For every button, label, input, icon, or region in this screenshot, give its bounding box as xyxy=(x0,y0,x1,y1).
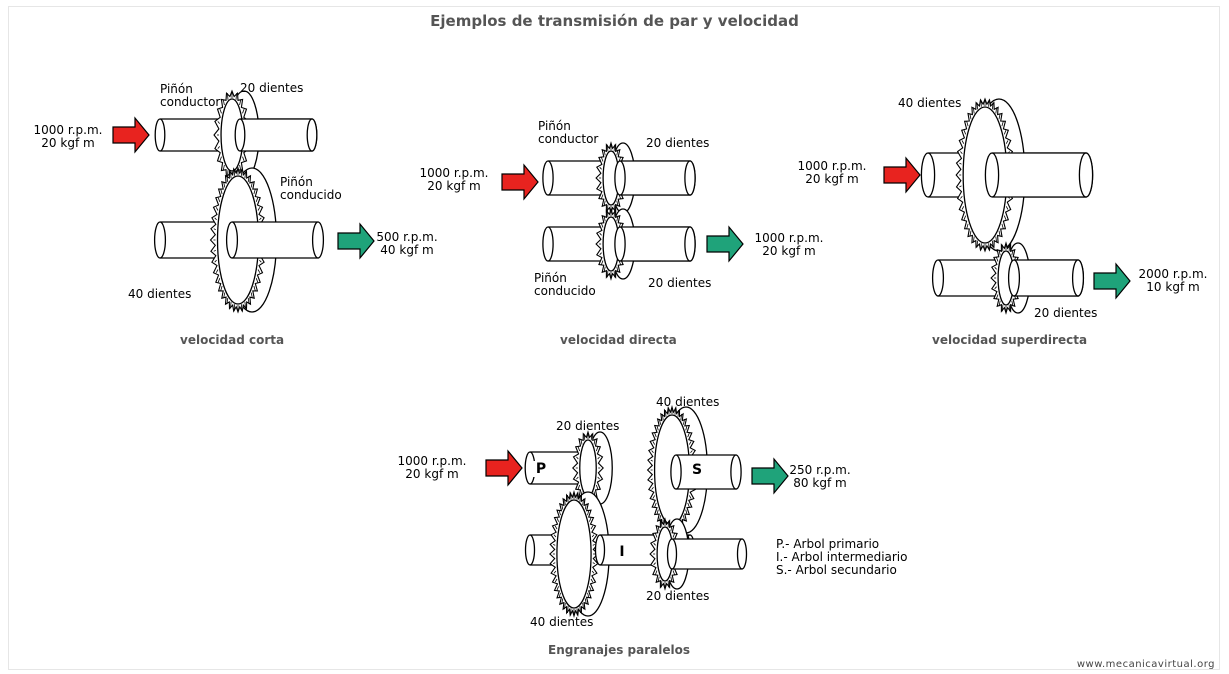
directa-output-arrow xyxy=(706,225,744,263)
paralelos-output-torque: 80 kgf m xyxy=(793,476,847,490)
directa-input-shaft-front xyxy=(614,160,696,196)
paralelos-legend-i: I.- Arbol intermediario xyxy=(776,550,908,564)
superdirecta-output-arrow xyxy=(1093,262,1131,300)
superdirecta-input-arrow xyxy=(883,156,921,194)
paralelos-shaft-s-label: S xyxy=(692,462,702,478)
corta-driven-teeth: 40 dientes xyxy=(128,287,192,301)
directa-output-shaft-front xyxy=(614,226,696,262)
paralelos-i-big-gear xyxy=(549,490,610,618)
superdirecta-output-shaft-front xyxy=(1007,259,1085,297)
corta-driven-gear-label: Piñón conducido xyxy=(280,175,342,202)
directa-input-arrow xyxy=(501,163,539,201)
paralelos-s-teeth: 40 dientes xyxy=(656,395,720,409)
corta-input-shaft-front xyxy=(234,118,318,152)
superdirecta-output-rpm: 2000 r.p.m. xyxy=(1138,267,1208,281)
directa-drive-gear-label: Piñón conductor xyxy=(538,119,599,146)
paralelos-output-rpm: 250 r.p.m. xyxy=(789,463,851,477)
source-credit: www.mecanicavirtual.org xyxy=(1076,659,1215,670)
superdirecta-output-torque: 10 kgf m xyxy=(1146,280,1200,294)
superdirecta-caption: velocidad superdirecta xyxy=(932,333,1088,347)
paralelos-p-gear xyxy=(572,430,613,506)
superdirecta-input-rpm: 1000 r.p.m. xyxy=(797,159,867,173)
directa-driven-gear-label: Piñón conducido xyxy=(534,271,596,298)
directa-input-rpm: 1000 r.p.m. xyxy=(419,166,489,180)
paralelos-input-rpm: 1000 r.p.m. xyxy=(397,454,467,468)
corta-input-rpm: 1000 r.p.m. xyxy=(33,123,103,137)
paralelos-shaft-i-label: I xyxy=(619,544,624,560)
corta-input-torque: 20 kgf m xyxy=(41,136,95,150)
superdirecta-driven-teeth: 20 dientes xyxy=(1034,306,1098,320)
paralelos-intermediate-shaft-end xyxy=(666,538,748,570)
corta-caption: velocidad corta xyxy=(180,333,285,347)
corta-output-shaft xyxy=(225,221,325,259)
superdirecta-input-torque: 20 kgf m xyxy=(805,172,859,186)
paralelos-shaft-p-label: P xyxy=(536,461,546,477)
corta-input-arrow xyxy=(112,116,150,154)
directa-input-torque: 20 kgf m xyxy=(427,179,481,193)
corta-output-rpm: 500 r.p.m. xyxy=(376,230,438,244)
paralelos-legend-p: P.- Arbol primario xyxy=(776,537,880,551)
paralelos-input-arrow xyxy=(485,449,523,487)
directa-driven-teeth: 20 dientes xyxy=(648,276,712,290)
paralelos-caption: Engranajes paralelos xyxy=(548,643,691,657)
directa-output-rpm: 1000 r.p.m. xyxy=(754,231,824,245)
paralelos-i-big-teeth: 40 dientes xyxy=(530,615,594,629)
corta-output-torque: 40 kgf m xyxy=(380,243,434,257)
paralelos-legend-s: S.- Arbol secundario xyxy=(776,563,897,577)
superdirecta-drive-teeth: 40 dientes xyxy=(898,96,962,110)
paralelos-input-torque: 20 kgf m xyxy=(405,467,459,481)
corta-drive-teeth: 20 dientes xyxy=(240,81,304,95)
superdirecta-input-shaft-front xyxy=(984,152,1094,198)
corta-output-arrow xyxy=(337,222,375,260)
paralelos-p-teeth: 20 dientes xyxy=(556,419,620,433)
diagram-frame xyxy=(8,6,1220,670)
directa-output-torque: 20 kgf m xyxy=(762,244,816,258)
directa-drive-teeth: 20 dientes xyxy=(646,136,710,150)
paralelos-output-arrow xyxy=(751,457,789,495)
paralelos-i-small-teeth: 20 dientes xyxy=(646,589,710,603)
directa-caption: velocidad directa xyxy=(560,333,677,347)
diagram-title: Ejemplos de transmisión de par y velocid… xyxy=(430,12,799,30)
corta-drive-gear-label: Piñón conductor xyxy=(160,82,221,109)
